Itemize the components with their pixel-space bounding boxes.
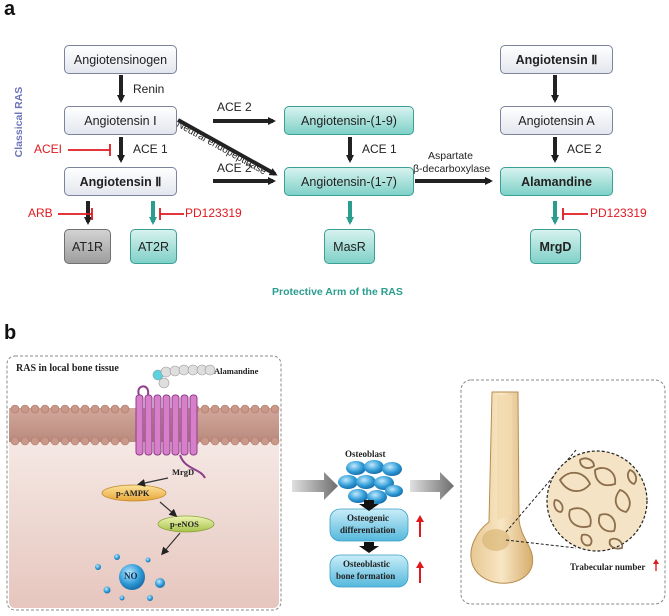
osteoblastic-label-2: bone formation [336,571,396,581]
label-aspartate: Aspartate [428,150,473,162]
right-dashed-box [460,379,666,605]
node-at2r: AT2R [130,229,177,264]
label-ace2-top: ACE 2 [217,100,252,114]
node-mrgd: MrgD [530,229,581,264]
node-masr: MasR [324,229,375,264]
inhibit-pd-right [562,208,588,220]
panel-a-arrows [58,75,588,225]
big-arrow-2 [410,472,454,500]
node-at1r: AT1R [64,229,111,264]
node-angiotensinogen: Angiotensinogen [64,45,177,74]
alamandine-peptide [152,364,216,389]
osteoblast-cluster [338,460,403,504]
node-alamandine: Alamandine [500,167,613,196]
p-ampk-label: p-AMPK [116,488,150,498]
trabecular-magnified [546,450,648,552]
node-angiotensin-ii-right: Angiotensin Ⅱ [500,45,613,74]
osteoblast-label: Osteoblast [345,449,386,459]
cell-cytoplasm [9,408,279,608]
panel-b-letter: b [4,322,17,344]
label-acei: ACEI [34,142,63,156]
label-ace1-mid: ACE 1 [362,142,397,156]
p-enos-shape [157,515,215,533]
osteoblastic-label-1: Osteoblastic [343,559,390,569]
no-sphere [119,564,145,590]
inhibit-pd-left [159,208,184,220]
p-ampk-shape [101,484,167,502]
mrgd-label: MrgD [172,467,195,477]
left-dashed-box [6,355,282,611]
osteogenic-label-1: Osteogenic [347,513,389,523]
arrow-neutral [177,118,278,176]
inhibit-arb [58,208,93,220]
node-angiotensin-i: Angiotensin Ⅰ [64,106,177,135]
cell-membrane [9,408,279,442]
label-ace2-right: ACE 2 [567,142,602,156]
osteoblastic-pill [329,554,409,588]
p-enos-label: p-eNOS [170,519,199,529]
label-renin: Renin [133,82,165,96]
label-ace2-mid: ACE 2 [217,161,252,175]
label-decarboxylase: β-decarboxylase [413,163,491,175]
label-pd123319-left: PD123319 [185,206,242,220]
inhibit-acei [68,144,111,156]
protective-arm-label: Protective Arm of the RAS [272,286,403,298]
label-arb: ARB [28,206,53,220]
osteogenic-label-2: differentiation [340,525,396,535]
label-ace1-left: ACE 1 [133,142,168,156]
node-angiotensin-1-9: Angiotensin-(1-9) [284,106,414,135]
big-arrow-1 [292,472,338,500]
panel-a-letter: a [4,0,16,20]
node-angiotensin-1-7: Angiotensin-(1-7) [284,167,414,196]
node-angiotensin-ii-left: Angiotensin Ⅱ [64,167,177,196]
mrgd-receptor [135,394,198,456]
label-pd123319-right: PD123319 [590,206,647,220]
trabecular-number-label: Trabecular number [570,562,646,572]
alamandine-label: Alamandine [214,366,259,376]
node-angiotensin-a: Angiotensin A [500,106,613,135]
no-label: NO [124,571,138,581]
ras-local-bone-title: RAS in local bone tissue [16,363,119,374]
